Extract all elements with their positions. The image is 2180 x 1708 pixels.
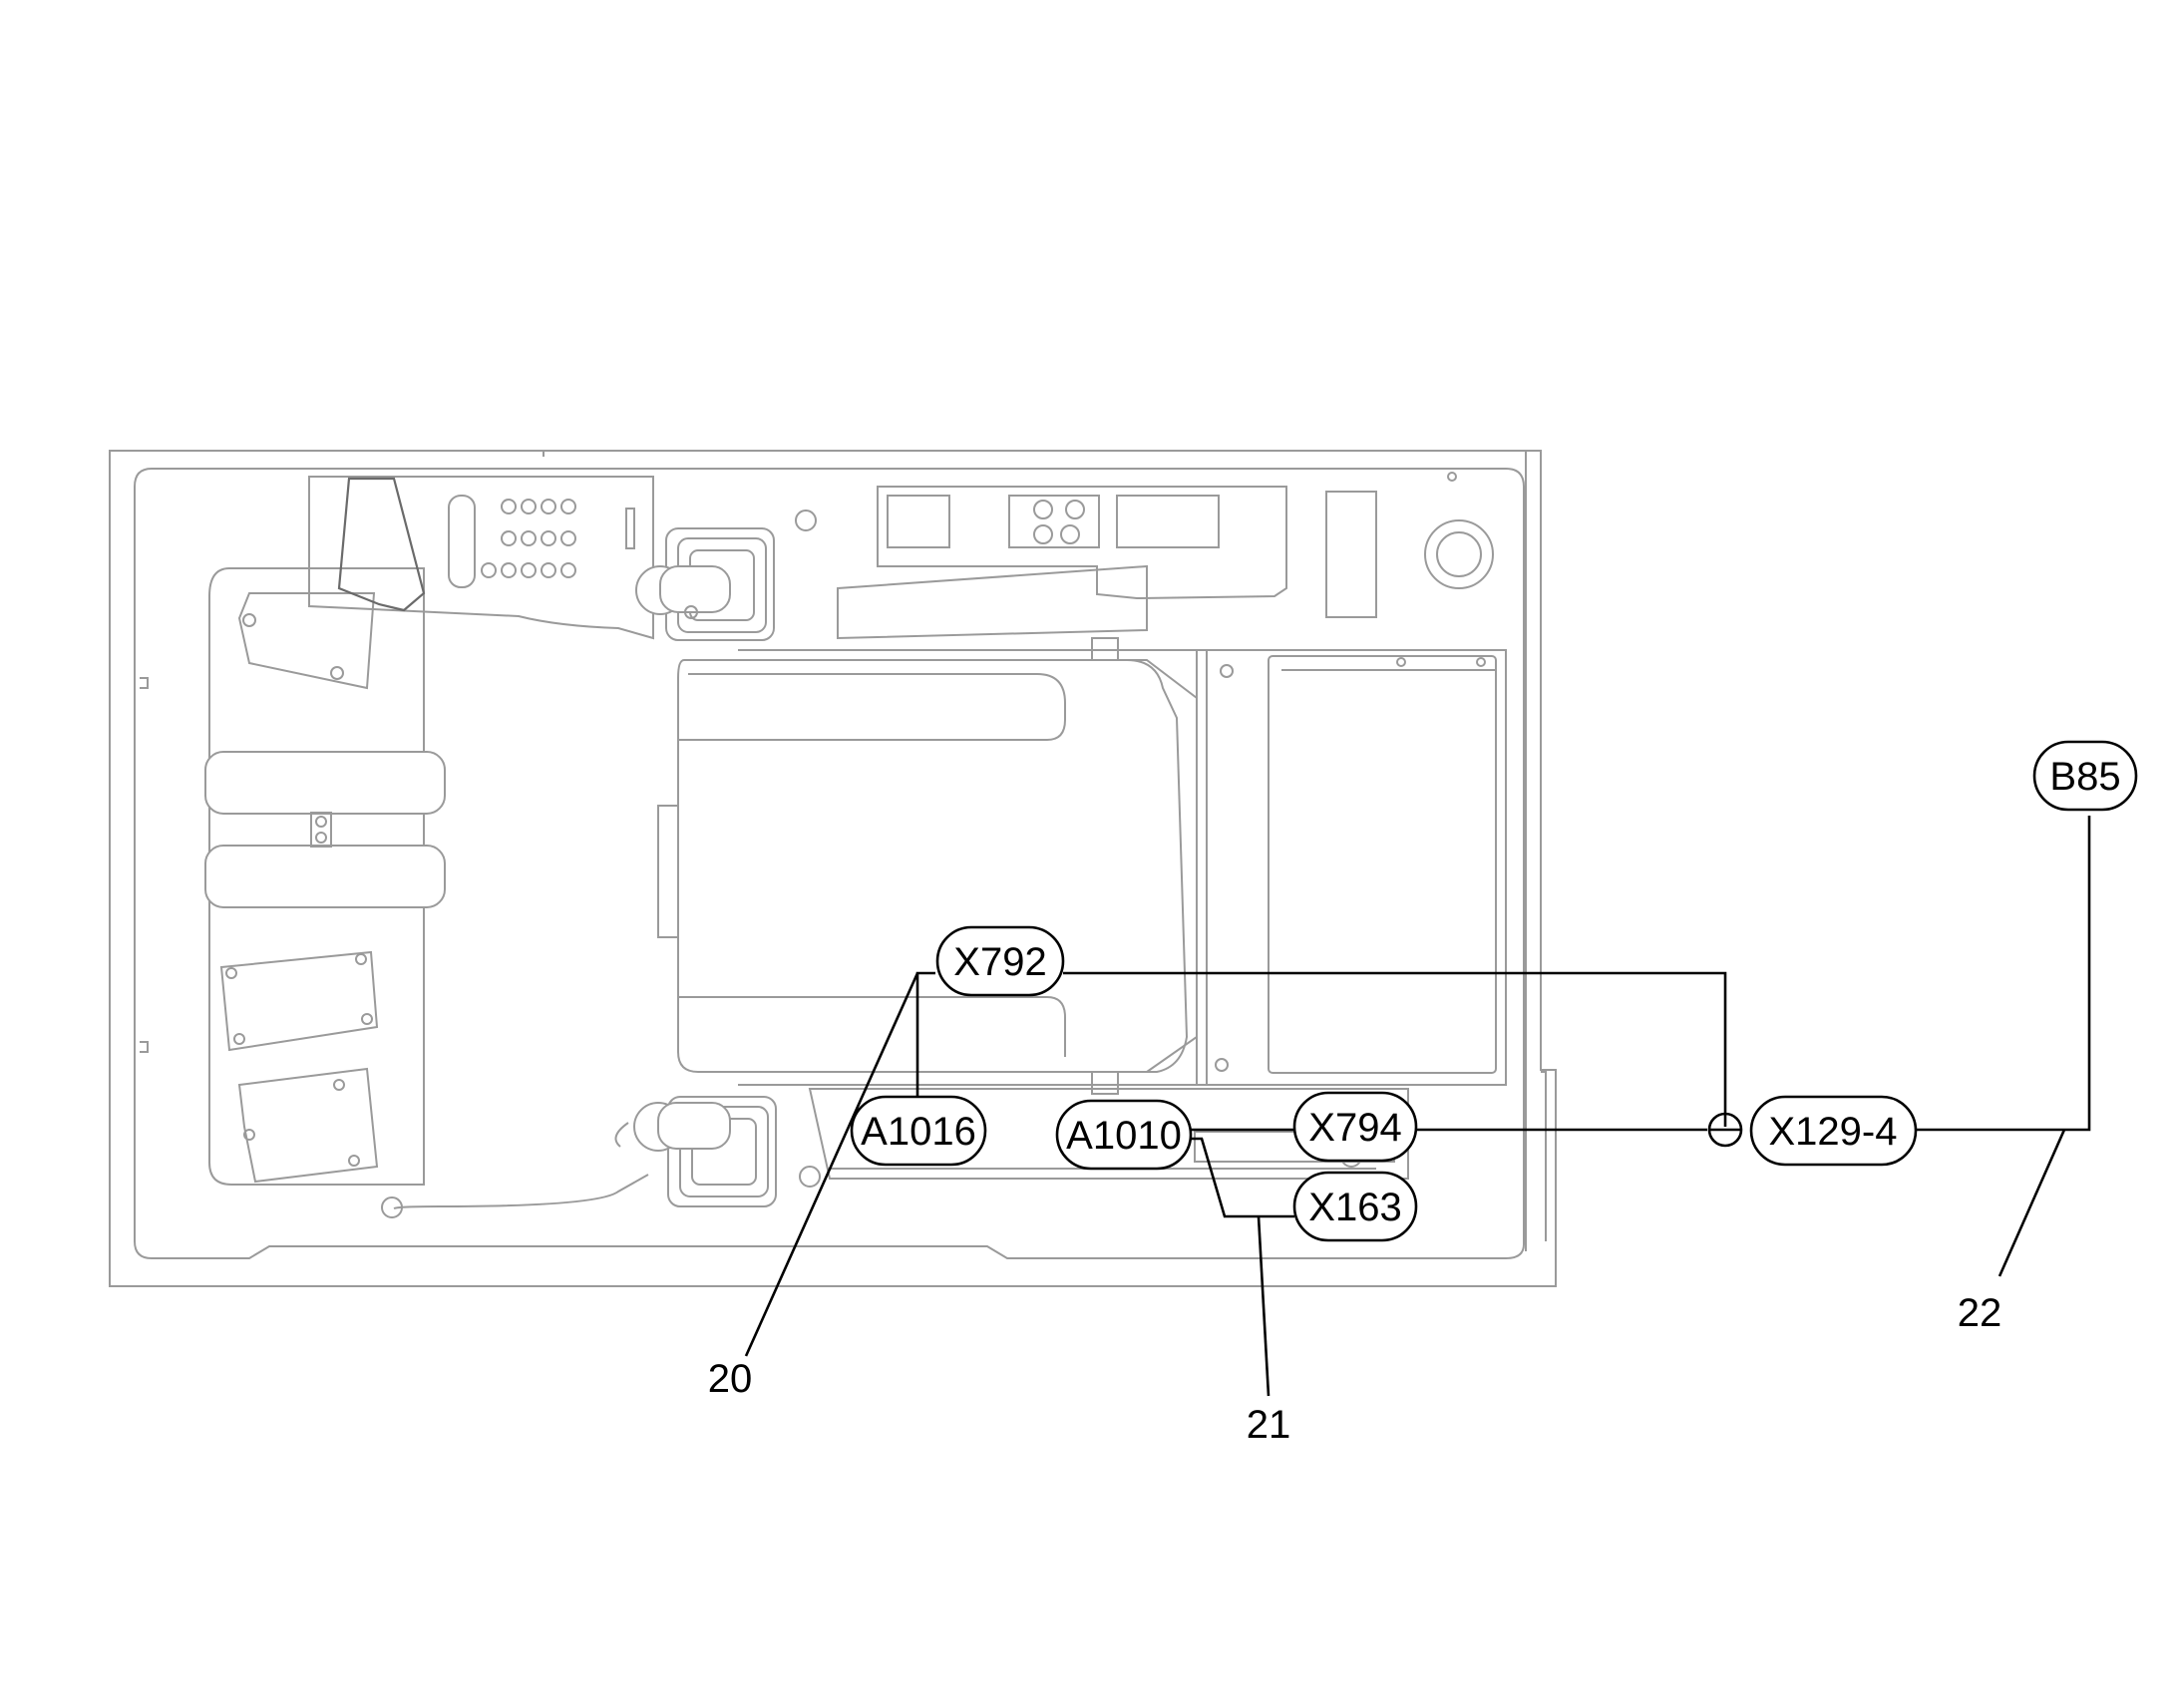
wire-x129-to-b85 (1916, 816, 2091, 1132)
connector-label: X794 (1308, 1106, 1401, 1150)
connector-label: A1016 (861, 1110, 976, 1154)
top-joystick (635, 527, 775, 641)
leader-20 (744, 972, 919, 1357)
callout-21: 21 (1247, 1403, 1291, 1447)
callout-leaders (744, 972, 2066, 1397)
right-storage-box (1215, 655, 1497, 1074)
top-dashboard (795, 472, 1494, 640)
connector-a1016[interactable]: A1016 (850, 1095, 987, 1167)
connector-label: X792 (953, 940, 1046, 984)
callout-22: 22 (1958, 1291, 2002, 1335)
connector-label: X163 (1308, 1186, 1401, 1229)
leader-21 (1257, 1215, 1271, 1397)
connector-x794[interactable]: X794 (1292, 1091, 1418, 1163)
bottom-joystick (381, 1096, 777, 1218)
wire-x792-to-x129 (1063, 971, 1727, 1127)
connector-x792[interactable]: X792 (935, 925, 1065, 997)
callout-20: 20 (708, 1357, 753, 1401)
connector-x129-4[interactable]: X129-4 (1749, 1095, 1918, 1167)
leader-22 (1998, 1129, 2066, 1277)
connector-label: X129-4 (1769, 1110, 1898, 1154)
connector-a1010[interactable]: A1010 (1055, 1099, 1193, 1171)
left-console (204, 567, 446, 1186)
connector-b85[interactable]: B85 (2032, 740, 2138, 812)
connector-x163[interactable]: X163 (1292, 1171, 1418, 1242)
connector-label: B85 (2049, 755, 2120, 799)
top-switch-panel (308, 476, 654, 640)
connector-label: A1010 (1066, 1114, 1182, 1158)
cab-floor-outline (109, 450, 1557, 1287)
